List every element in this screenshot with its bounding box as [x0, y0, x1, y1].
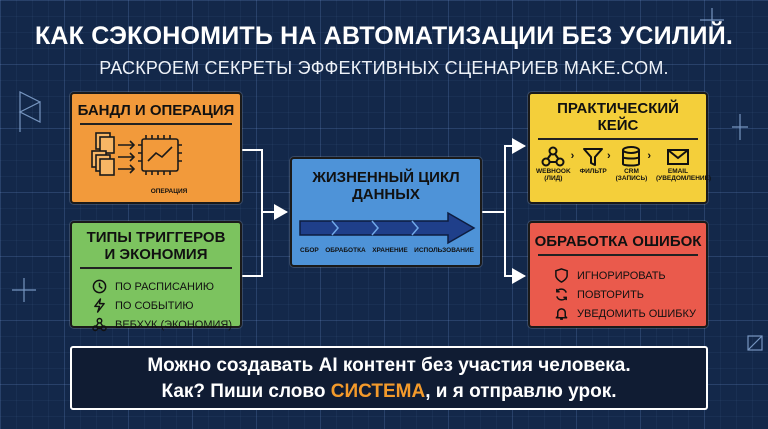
trigger-item-schedule: ПО РАСПИСАНИЮ: [92, 277, 240, 296]
document-icon: [99, 158, 115, 176]
banner-line2-post: , и я отправлю урок.: [425, 381, 617, 402]
case-divider: [538, 138, 698, 140]
error-item-retry: ПОВТОРИТЬ: [554, 285, 706, 304]
case-step-filter: ФИЛЬТР: [579, 146, 607, 175]
triggers-title-line2: И ЭКОНОМИЯ: [104, 246, 208, 263]
trigger-types-card: ТИПЫ ТРИГГЕРОВ И ЭКОНОМИЯ ПО РАСПИСАНИЮ …: [70, 221, 242, 332]
error-item-notify: УВЕДОМИТЬ ОШИБКУ: [554, 304, 706, 323]
lifecycle-stage: СБОР: [300, 247, 319, 254]
case-step-email: EMAIL (УВЕДОМЛЕНИЕ): [655, 146, 712, 182]
page-title: КАК СЭКОНОМИТЬ НА АВТОМАТИЗАЦИИ БЕЗ УСИЛ…: [34, 22, 734, 50]
case-step-crm: CRM (ЗАПИСЬ): [615, 146, 648, 182]
lifecycle-arrow: [299, 211, 476, 245]
trigger-label: ПО СОБЫТИЮ: [115, 299, 194, 312]
trigger-item-webhook: ВЕБХУК (ЭКОНОМИЯ): [92, 315, 240, 334]
case-step-name: ФИЛЬТР: [579, 168, 607, 175]
lifecycle-title-line2: ДАННЫХ: [352, 186, 420, 203]
trigger-item-event: ПО СОБЫТИЮ: [92, 296, 240, 315]
banner-line1: Можно создавать AI контент без участия ч…: [147, 355, 631, 376]
cta-banner: Можно создавать AI контент без участия ч…: [70, 346, 708, 410]
case-step-name: CRM: [624, 168, 639, 175]
practical-case-card: ПРАКТИЧЕСКИЙ КЕЙС WEBHOOK (ЛИД) › ФИЛЬТР…: [528, 92, 712, 204]
case-step-name: EMAIL: [667, 168, 689, 175]
shield-icon: [555, 268, 568, 283]
arrow-right-icon: ›: [647, 150, 652, 162]
email-icon: [666, 149, 689, 165]
lifecycle-title-line1: ЖИЗНЕННЫЙ ЦИКЛ: [312, 169, 460, 186]
trigger-label: ВЕБХУК (ЭКОНОМИЯ): [115, 318, 233, 331]
case-title-line2: КЕЙС: [597, 117, 639, 134]
case-step-sub: (УВЕДОМЛЕНИЕ): [655, 175, 712, 182]
case-step-sub: (ЗАПИСЬ): [615, 175, 648, 182]
arrow-right-icon: ›: [606, 150, 611, 162]
error-item-ignore: ИГНОРИРОВАТЬ: [554, 266, 706, 285]
bundle-divider: [80, 123, 232, 125]
chip-icon: [141, 138, 179, 172]
bundle-operation-illustration: [91, 132, 182, 176]
case-step-name: WEBHOOK: [536, 168, 571, 175]
arrow-line: [118, 144, 134, 170]
lifecycle-stage: ИСПОЛЬЗОВАНИЕ: [414, 247, 474, 254]
clock-icon: [92, 279, 107, 294]
webhook-icon: [541, 146, 565, 167]
error-label: ПОВТОРИТЬ: [577, 288, 645, 301]
error-label: УВЕДОМИТЬ ОШИБКУ: [577, 307, 697, 320]
document-icon: [99, 136, 115, 154]
triggers-divider: [80, 267, 232, 269]
case-step-sub: (ЛИД): [544, 175, 563, 182]
data-lifecycle-card: ЖИЗНЕННЫЙ ЦИКЛ ДАННЫХ СБОР ОБРАБОТКА ХРА…: [290, 157, 482, 267]
lifecycle-stage: ХРАНЕНИЕ: [372, 247, 408, 254]
trigger-label: ПО РАСПИСАНИЮ: [115, 280, 214, 293]
banner-line2-pre: Как? Пиши слово: [161, 381, 331, 402]
page-subtitle: РАСКРОЕМ СЕКРЕТЫ ЭФФЕКТИВНЫХ СЦЕНАРИЕВ M…: [99, 58, 669, 78]
webhook-icon: [92, 317, 107, 332]
lightning-icon: [94, 298, 105, 313]
errors-title: ОБРАБОТКА ОШИБОК: [534, 233, 702, 250]
bell-icon: [555, 308, 568, 320]
filter-icon: [583, 148, 604, 166]
arrow-right-icon: ›: [570, 150, 575, 162]
error-handling-card: ОБРАБОТКА ОШИБОК ИГНОРИРОВАТЬ ПОВТОРИТЬ …: [528, 221, 708, 328]
case-title-line1: ПРАКТИЧЕСКИЙ: [557, 100, 679, 117]
bundle-title: БАНДЛ И ОПЕРАЦИЯ: [77, 102, 235, 119]
retry-icon: [556, 288, 567, 301]
triggers-title-line1: ТИПЫ ТРИГГЕРОВ: [86, 229, 226, 246]
database-icon: [622, 146, 641, 167]
banner-line2: Как? Пиши слово СИСТЕМА, и я отправлю ур…: [72, 379, 706, 405]
operation-label: ОПЕРАЦИЯ: [150, 188, 188, 195]
case-step-webhook: WEBHOOK (ЛИД): [536, 146, 571, 182]
bundle-operation-card: БАНДЛ И ОПЕРАЦИЯ ОПЕРАЦИЯ: [70, 92, 242, 204]
errors-divider: [538, 254, 698, 256]
lifecycle-stage: ОБРАБОТКА: [325, 247, 366, 254]
banner-keyword: СИСТЕМА: [330, 381, 426, 402]
error-label: ИГНОРИРОВАТЬ: [577, 269, 666, 282]
